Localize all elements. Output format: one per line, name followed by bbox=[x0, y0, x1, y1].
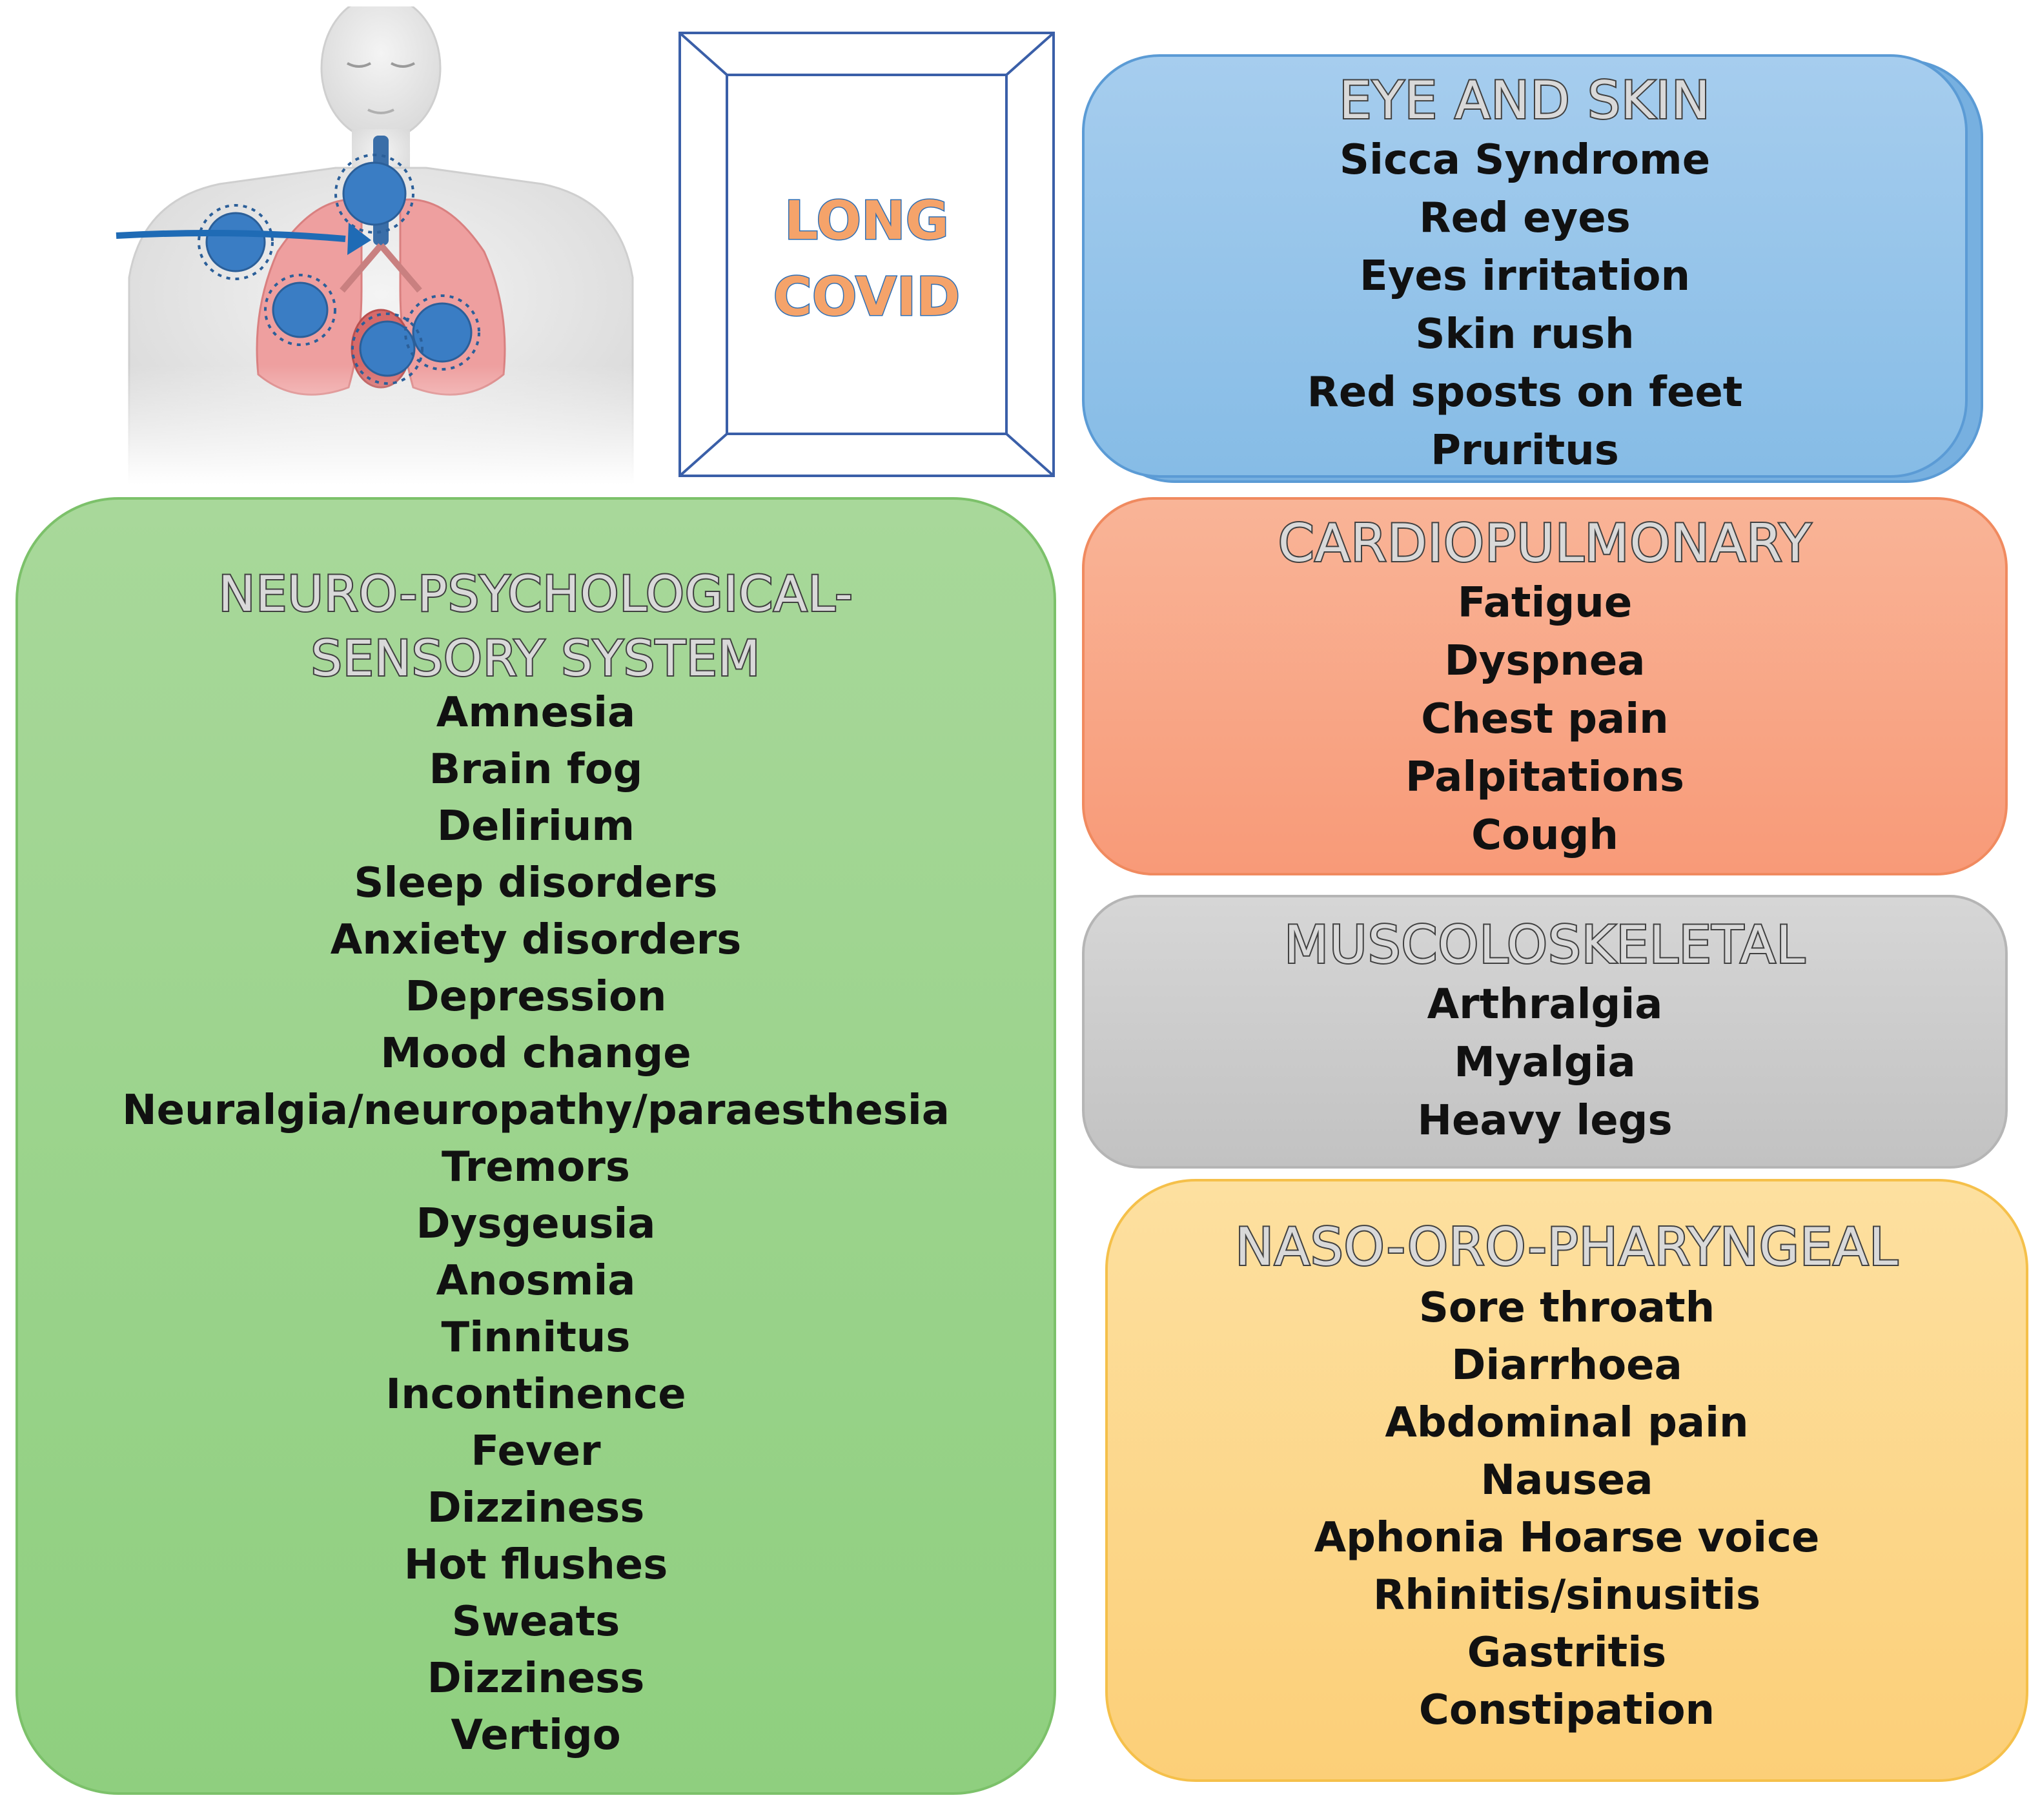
list-item: Sleep disorders bbox=[354, 859, 718, 907]
arrow-icon bbox=[116, 223, 371, 255]
list-item: Diarrhoea bbox=[1451, 1342, 1682, 1389]
long-covid-frame: LONG COVID bbox=[678, 31, 1056, 478]
eye-skin-heading: EYE AND SKIN bbox=[1338, 70, 1711, 130]
list-item: Mood change bbox=[380, 1030, 691, 1078]
musculoskeletal-list: Arthralgia Myalgia Heavy legs bbox=[1417, 984, 1672, 1158]
list-item: Anosmia bbox=[436, 1257, 636, 1305]
naso-oro-pharyngeal-box: NASO-ORO-PHARYNGEAL Sore throath Diarrho… bbox=[1105, 1179, 2028, 1782]
naso-oro-pharyngeal-list: Sore throath Diarrhoea Abdominal pain Na… bbox=[1314, 1287, 1820, 1747]
list-item: Hot flushes bbox=[403, 1541, 668, 1589]
neuro-list: Amnesia Brain fog Delirium Sleep disorde… bbox=[122, 692, 950, 1772]
musculoskeletal-heading: MUSCOLOSKELETAL bbox=[1283, 915, 1806, 975]
list-item: Tinnitus bbox=[441, 1314, 631, 1362]
list-item: Dizziness bbox=[427, 1484, 645, 1532]
list-item: Aphonia Hoarse voice bbox=[1314, 1514, 1820, 1562]
list-item: Vertigo bbox=[451, 1712, 621, 1759]
list-item: Dizziness bbox=[427, 1655, 645, 1702]
list-item: Skin rush bbox=[1415, 311, 1635, 358]
list-item: Abdominal pain bbox=[1385, 1399, 1749, 1447]
page-title-line1: LONG bbox=[784, 190, 950, 253]
eye-skin-list: Sicca Syndrome Red eyes Eyes irritation … bbox=[1307, 139, 1743, 488]
list-item: Heavy legs bbox=[1417, 1097, 1673, 1145]
list-item: Brain fog bbox=[429, 746, 643, 793]
eye-skin-box: EYE AND SKIN Sicca Syndrome Red eyes Eye… bbox=[1082, 54, 1968, 478]
list-item: Fatigue bbox=[1457, 579, 1633, 627]
list-item: Dysgeusia bbox=[416, 1200, 656, 1248]
list-item: Sore throath bbox=[1418, 1284, 1715, 1332]
list-item: Tremors bbox=[442, 1143, 630, 1191]
neuro-heading-line1: NEURO-PSYCHOLOGICAL- bbox=[217, 564, 853, 624]
neuro-box: NEURO-PSYCHOLOGICAL- SENSORY SYSTEM Amne… bbox=[15, 497, 1056, 1795]
virus-icon bbox=[205, 161, 473, 377]
list-item: Red sposts on feet bbox=[1307, 369, 1743, 416]
list-item: Arthralgia bbox=[1427, 981, 1663, 1028]
neuro-heading-line2: SENSORY SYSTEM bbox=[310, 628, 762, 688]
list-item: Eyes irritation bbox=[1359, 252, 1691, 300]
list-item: Red eyes bbox=[1419, 194, 1631, 242]
list-item: Depression bbox=[405, 973, 667, 1021]
list-item: Constipation bbox=[1418, 1686, 1715, 1734]
list-item: Dyspnea bbox=[1444, 637, 1646, 685]
list-item: Sicca Syndrome bbox=[1339, 136, 1711, 184]
cardiopulmonary-list: Fatigue Dyspnea Chest pain Palpitations … bbox=[1405, 582, 1684, 873]
list-item: Fever bbox=[471, 1427, 601, 1475]
musculoskeletal-box: MUSCOLOSKELETAL Arthralgia Myalgia Heavy… bbox=[1082, 895, 2008, 1169]
cardiopulmonary-heading: CARDIOPULMONARY bbox=[1277, 513, 1813, 573]
list-item: Incontinence bbox=[385, 1371, 686, 1418]
list-item: Neuralgia/neuropathy/paraesthesia bbox=[122, 1087, 950, 1134]
body-illustration bbox=[103, 6, 646, 484]
list-item: Anxiety disorders bbox=[330, 916, 742, 964]
list-item: Delirium bbox=[436, 803, 635, 850]
list-item: Gastritis bbox=[1467, 1629, 1667, 1677]
list-item: Cough bbox=[1471, 812, 1618, 859]
list-item: Nausea bbox=[1480, 1457, 1653, 1504]
page-title: LONG COVID bbox=[678, 183, 1056, 336]
list-item: Myalgia bbox=[1454, 1039, 1636, 1087]
neuro-heading: NEURO-PSYCHOLOGICAL- SENSORY SYSTEM bbox=[217, 562, 853, 691]
cardiopulmonary-box: CARDIOPULMONARY Fatigue Dyspnea Chest pa… bbox=[1082, 497, 2008, 875]
list-item: Sweats bbox=[451, 1598, 620, 1646]
list-item: Chest pain bbox=[1421, 695, 1669, 743]
list-item: Palpitations bbox=[1405, 753, 1684, 801]
list-item: Pruritus bbox=[1431, 427, 1619, 475]
page-title-line2: COVID bbox=[772, 266, 961, 329]
virus-spikes bbox=[198, 154, 480, 385]
list-item: Rhinitis/sinusitis bbox=[1372, 1571, 1761, 1619]
naso-oro-pharyngeal-heading: NASO-ORO-PHARYNGEAL bbox=[1234, 1217, 1899, 1277]
list-item: Amnesia bbox=[436, 689, 636, 737]
